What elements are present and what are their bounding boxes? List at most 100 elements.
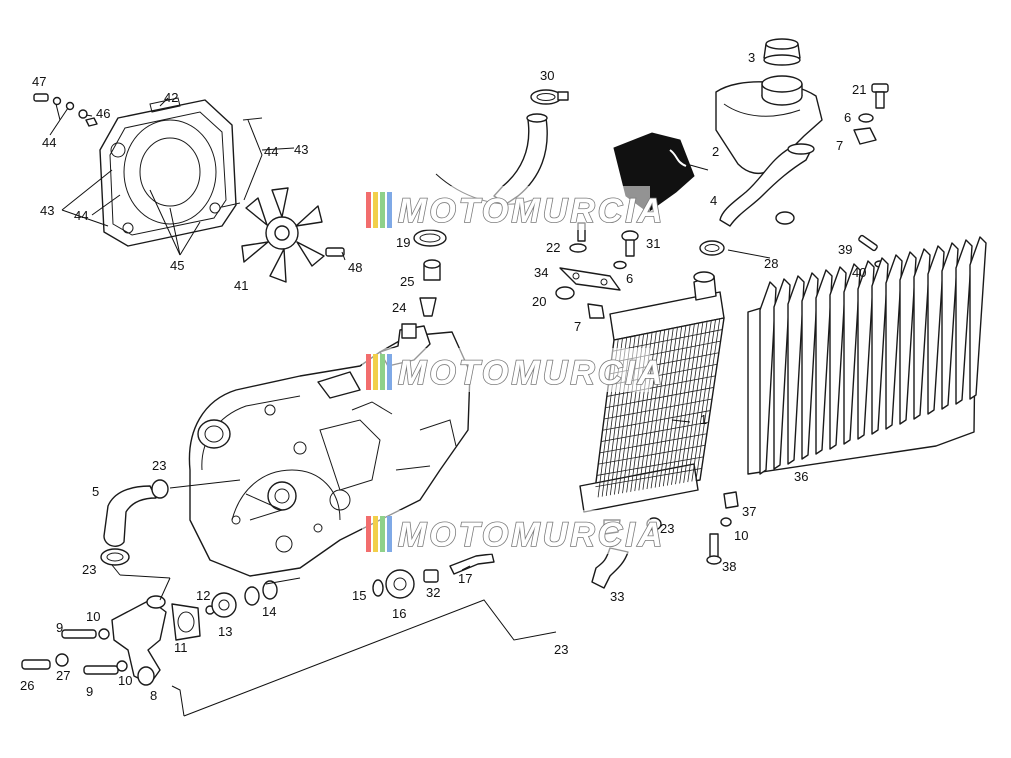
radiator-fin <box>602 410 711 431</box>
grille-fin <box>787 275 805 465</box>
grille-fin <box>941 242 959 410</box>
callout-39: 39 <box>838 242 852 257</box>
callout-20: 20 <box>532 294 546 309</box>
callout-10-bottom: 10 <box>118 673 132 688</box>
grille-fin <box>913 248 931 420</box>
callout-28: 28 <box>764 256 778 271</box>
watermark-stripe <box>366 516 371 552</box>
radiator-fin <box>605 387 714 409</box>
callout-23-right: 23 <box>660 521 674 536</box>
callout-23-left: 23 <box>152 458 166 473</box>
callout-3: 3 <box>748 50 755 65</box>
fan-shroud-42 <box>99 97 237 247</box>
callout-numbers: 1 2 3 4 5 6 6 7 7 8 9 9 10 10 10 11 12 1… <box>20 50 866 703</box>
grille-fin <box>885 254 903 430</box>
callout-32: 32 <box>426 585 440 600</box>
radiator-fin <box>598 444 706 465</box>
watermark-stripe <box>387 354 392 390</box>
watermark-stripe <box>380 354 385 390</box>
callout-5: 5 <box>92 484 99 499</box>
water-pump-parts <box>21 580 278 686</box>
watermark-stripe <box>366 354 371 390</box>
bolt-21 <box>871 83 889 109</box>
leader-lines <box>49 97 771 717</box>
watermark-stripe <box>380 516 385 552</box>
grille-fin <box>899 251 917 425</box>
grille-fins <box>759 236 987 475</box>
callout-44-top: 44 <box>42 135 56 150</box>
callout-8: 8 <box>150 688 157 703</box>
watermark-text: MOTOMURCIA <box>398 354 665 392</box>
radiator-fin <box>599 433 707 454</box>
pump-gear-parts <box>372 553 495 599</box>
callout-4: 4 <box>710 193 717 208</box>
watermark-middle: MOTOMURCIA <box>362 348 665 393</box>
fan-41 <box>241 187 345 283</box>
hose-clamp-19 <box>413 229 447 247</box>
callout-13: 13 <box>218 624 232 639</box>
radiator-fin <box>603 398 713 420</box>
callout-25: 25 <box>400 274 414 289</box>
callout-21: 21 <box>852 82 866 97</box>
hose-5 <box>100 479 169 566</box>
callout-42: 42 <box>164 90 178 105</box>
watermark-stripe <box>387 516 392 552</box>
grille-fin <box>759 281 777 475</box>
watermark-stripe <box>387 192 392 228</box>
callout-7-mid: 7 <box>574 319 581 334</box>
callout-27: 27 <box>56 668 70 683</box>
callout-6-mid: 6 <box>626 271 633 286</box>
watermark-stripe <box>373 516 378 552</box>
radiator-fin <box>606 375 716 397</box>
grille-fin <box>969 236 987 400</box>
watermark-bottom: MOTOMURCIA <box>362 510 665 555</box>
engine-block <box>188 323 471 577</box>
callout-44-right: 44 <box>264 144 278 159</box>
callout-23-lower-left: 23 <box>82 562 96 577</box>
grille-fin <box>871 257 889 435</box>
callout-2: 2 <box>712 144 719 159</box>
radiator-fin <box>612 329 723 352</box>
callout-11: 11 <box>174 640 188 655</box>
expansion-tank <box>715 75 823 175</box>
right-hardware <box>706 234 886 565</box>
radiator-fin <box>601 421 709 442</box>
callout-1: 1 <box>700 412 707 427</box>
callout-9-bottom: 9 <box>86 684 93 699</box>
watermark-stripe <box>373 192 378 228</box>
callout-14: 14 <box>262 604 276 619</box>
callout-19: 19 <box>396 235 410 250</box>
callout-6-top: 6 <box>844 110 851 125</box>
radiator-fin <box>596 456 704 476</box>
callout-23-bottom: 23 <box>554 642 568 657</box>
sensor-48 <box>325 247 345 257</box>
radiator-fin <box>595 468 702 488</box>
callout-34: 34 <box>534 265 548 280</box>
grille-fin <box>815 269 833 455</box>
callout-10-top: 10 <box>86 609 100 624</box>
watermark-stripe <box>373 354 378 390</box>
callout-45: 45 <box>170 258 184 273</box>
watermark-stripe <box>380 192 385 228</box>
grille-fin <box>955 239 973 405</box>
callout-12: 12 <box>196 588 210 603</box>
hose-4 <box>719 143 815 227</box>
grille-fin <box>829 266 847 450</box>
callout-41: 41 <box>234 278 248 293</box>
callout-38: 38 <box>722 559 736 574</box>
nut-6-7 <box>853 113 877 145</box>
callout-10-right: 10 <box>734 528 748 543</box>
grille-fin <box>857 260 875 440</box>
callout-31: 31 <box>646 236 660 251</box>
callout-24: 24 <box>392 300 406 315</box>
watermark-top: MOTOMURCIA <box>362 186 663 231</box>
watermark-text: MOTOMURCIA <box>398 516 665 554</box>
callout-48: 48 <box>348 260 362 275</box>
callout-33: 33 <box>610 589 624 604</box>
callout-7-top: 7 <box>836 138 843 153</box>
callout-37: 37 <box>742 504 756 519</box>
hose-clamp-30 <box>530 89 569 105</box>
callout-30: 30 <box>540 68 554 83</box>
